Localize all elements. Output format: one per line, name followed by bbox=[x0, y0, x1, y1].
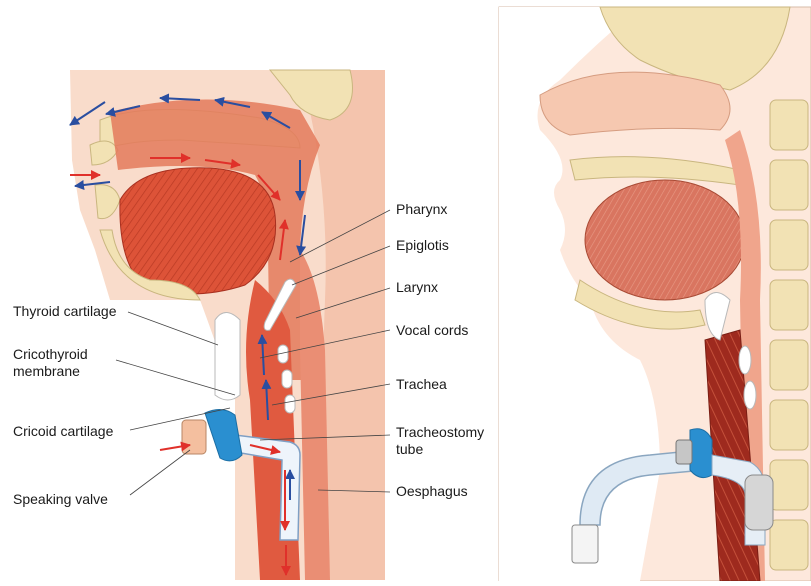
label-vocal-cords: Vocal cords bbox=[396, 322, 468, 339]
cartilage-right bbox=[739, 346, 751, 374]
trach-cuff bbox=[745, 475, 773, 530]
right-illustration bbox=[499, 7, 811, 581]
label-oesphagus: Oesphagus bbox=[396, 483, 468, 500]
left-illustration bbox=[70, 70, 390, 580]
trach-tube-tip bbox=[572, 525, 598, 563]
label-trachea: Trachea bbox=[396, 376, 447, 393]
label-pharynx: Pharynx bbox=[396, 201, 447, 218]
tongue bbox=[120, 168, 276, 294]
label-tracheostomy-tube: Tracheostomy tube bbox=[396, 424, 491, 458]
speaking-valve-shape bbox=[182, 420, 206, 454]
tracheal-ring bbox=[285, 395, 295, 413]
thyroid-cartilage-shape bbox=[215, 313, 240, 401]
label-larynx: Larynx bbox=[396, 279, 438, 296]
label-speaking-valve: Speaking valve bbox=[13, 491, 108, 508]
label-cricothyroid-membrane: Cricothyroid membrane bbox=[13, 346, 123, 380]
tongue-right bbox=[585, 180, 745, 300]
tracheal-ring bbox=[282, 370, 292, 388]
cartilage-right bbox=[744, 381, 756, 409]
label-epiglotis: Epiglotis bbox=[396, 237, 449, 254]
trach-flange-right bbox=[690, 429, 712, 478]
trach-connector bbox=[676, 440, 692, 464]
label-cricoid-cartilage: Cricoid cartilage bbox=[13, 423, 113, 440]
label-thyroid-cartilage: Thyroid cartilage bbox=[13, 303, 117, 320]
